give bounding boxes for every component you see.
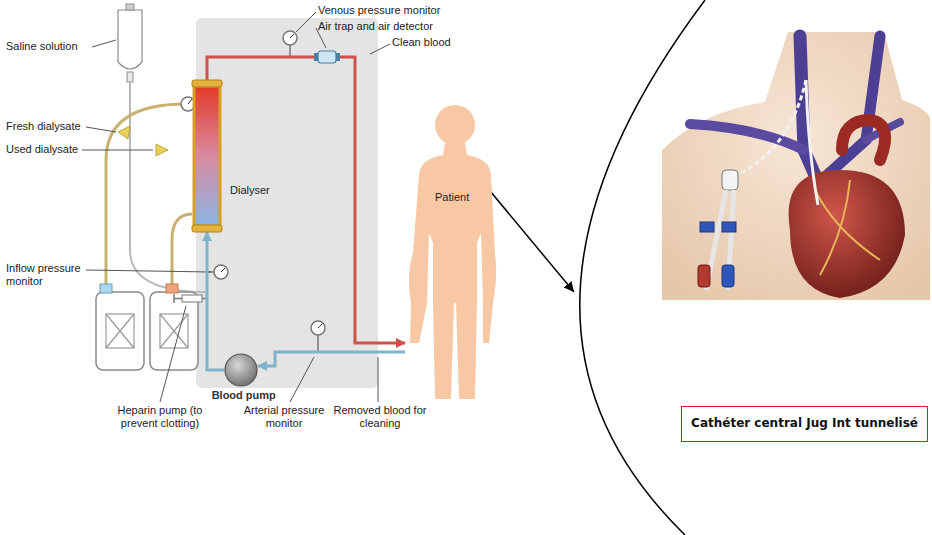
arterial-pressure-gauge-part: [311, 321, 325, 335]
fresh-dialysate-tube: [106, 104, 192, 286]
dialysate-canister-part: [96, 292, 144, 370]
pump-rotor: [225, 354, 257, 386]
catheter-illustration-part: [826, 36, 880, 176]
patient-figure: Patient: [405, 103, 497, 403]
leader-line: [296, 12, 316, 32]
catheter-illustration-part: [722, 222, 736, 232]
dialysate-flow-arrow: [118, 126, 168, 156]
arterial-pressure-gauge-part: [318, 324, 322, 328]
catheter-illustration-part: [735, 80, 806, 176]
heparin-syringe-part: [173, 294, 175, 303]
venous-pressure-gauge-part: [283, 31, 297, 45]
flow-gauge-part: [188, 99, 192, 104]
air-trap-part: [318, 51, 336, 63]
arterial-pressure-gauge-part: [317, 335, 319, 352]
inflow-pressure-gauge-part: [221, 268, 225, 272]
leader-line: [86, 270, 211, 272]
leader-line: [370, 44, 390, 54]
dialysate-canister-part: [106, 314, 134, 348]
blood-line-return: [258, 352, 405, 366]
catheter-illustration-part: [722, 265, 734, 287]
air-trap-part: [336, 53, 340, 61]
blood-pump: Blood pump: [224, 353, 258, 387]
dialysate-canister-part: [160, 314, 188, 348]
dialysate-canister-part: [106, 314, 134, 348]
part-label: Arterial pressure monitor: [236, 404, 332, 429]
saline-bag-part: [126, 4, 134, 10]
dialysate-canister-part: [150, 292, 198, 370]
dialyser-unit: Dialyser: [192, 80, 222, 232]
saline-bag: [118, 4, 142, 82]
heparin-syringe-part: [182, 295, 202, 302]
node-label: Dialyser: [230, 184, 270, 197]
patient-body: [409, 143, 496, 399]
part-label: Saline solution: [6, 40, 78, 53]
used-dialysate-tube: [172, 214, 192, 286]
part-label: Removed blood for cleaning: [332, 404, 428, 429]
part-label: Venous pressure monitor: [318, 4, 440, 17]
part-label: Inflow pressure monitor: [6, 262, 88, 287]
catheter-illustration-part: [698, 265, 710, 287]
dialysate-flow-arrow-part: [156, 144, 168, 156]
catheter-illustration-part: [842, 120, 885, 160]
dialyser-cap: [192, 225, 222, 232]
catheter-illustration-part: [722, 170, 738, 190]
callout-box: Cathéter central Jug Int tunnelisé: [681, 406, 928, 442]
dialysate-canister-part: [160, 314, 188, 348]
catheter-illustration-part: [806, 80, 818, 205]
air-trap: [314, 51, 340, 63]
leader-line: [378, 357, 379, 402]
patient-outline: [405, 103, 497, 403]
saline-bag-part: [118, 10, 142, 69]
arterial-pressure-gauge: [311, 321, 325, 352]
dialyser-cap: [192, 80, 222, 87]
dialyser-body: [194, 86, 220, 226]
part-label: Heparin pump (to prevent clotting): [98, 404, 222, 429]
leader-line: [86, 127, 116, 132]
leader-line: [160, 306, 186, 402]
venous-pressure-gauge-part: [290, 34, 294, 38]
saline-bag-part: [127, 72, 133, 82]
leader-line: [92, 40, 116, 47]
dialysate-canister-part: [100, 284, 112, 293]
dialysate-canister-part: [166, 284, 178, 293]
dialysate-flow-arrow-part: [118, 126, 130, 139]
leader-line: [82, 150, 153, 151]
part-label: Clean blood: [392, 36, 451, 49]
part-label: Fresh dialysate: [6, 120, 81, 133]
leader-line: [290, 357, 314, 402]
node-label: Cathéter central Jug Int tunnelisé: [691, 417, 918, 431]
air-trap-part: [314, 53, 318, 61]
catheter-illustration-part: [662, 32, 930, 300]
catheter-illustration-part: [789, 170, 905, 298]
patient-head: [435, 105, 475, 145]
blood-line-arterial: [207, 232, 224, 370]
inflow-pressure-gauge-part: [214, 265, 228, 279]
heparin-syringe: [174, 294, 207, 303]
dialyser-outline: [192, 80, 222, 232]
catheter-illustration-part: [700, 222, 714, 232]
part-label: Used dialysate: [6, 143, 78, 156]
heparin-syringe-part: [174, 298, 182, 300]
machine-panel: [196, 18, 378, 388]
part-label: Air trap and air detector: [318, 20, 433, 33]
catheter-illustration: [662, 32, 930, 300]
venous-pressure-gauge: [283, 31, 297, 57]
venous-pressure-gauge-part: [289, 45, 291, 57]
blood-line-venous: [207, 57, 405, 343]
catheter-illustration-part: [815, 180, 880, 275]
node-label: Blood pump: [212, 389, 276, 402]
node-label: Patient: [435, 191, 469, 204]
pump-outline: [224, 353, 258, 387]
